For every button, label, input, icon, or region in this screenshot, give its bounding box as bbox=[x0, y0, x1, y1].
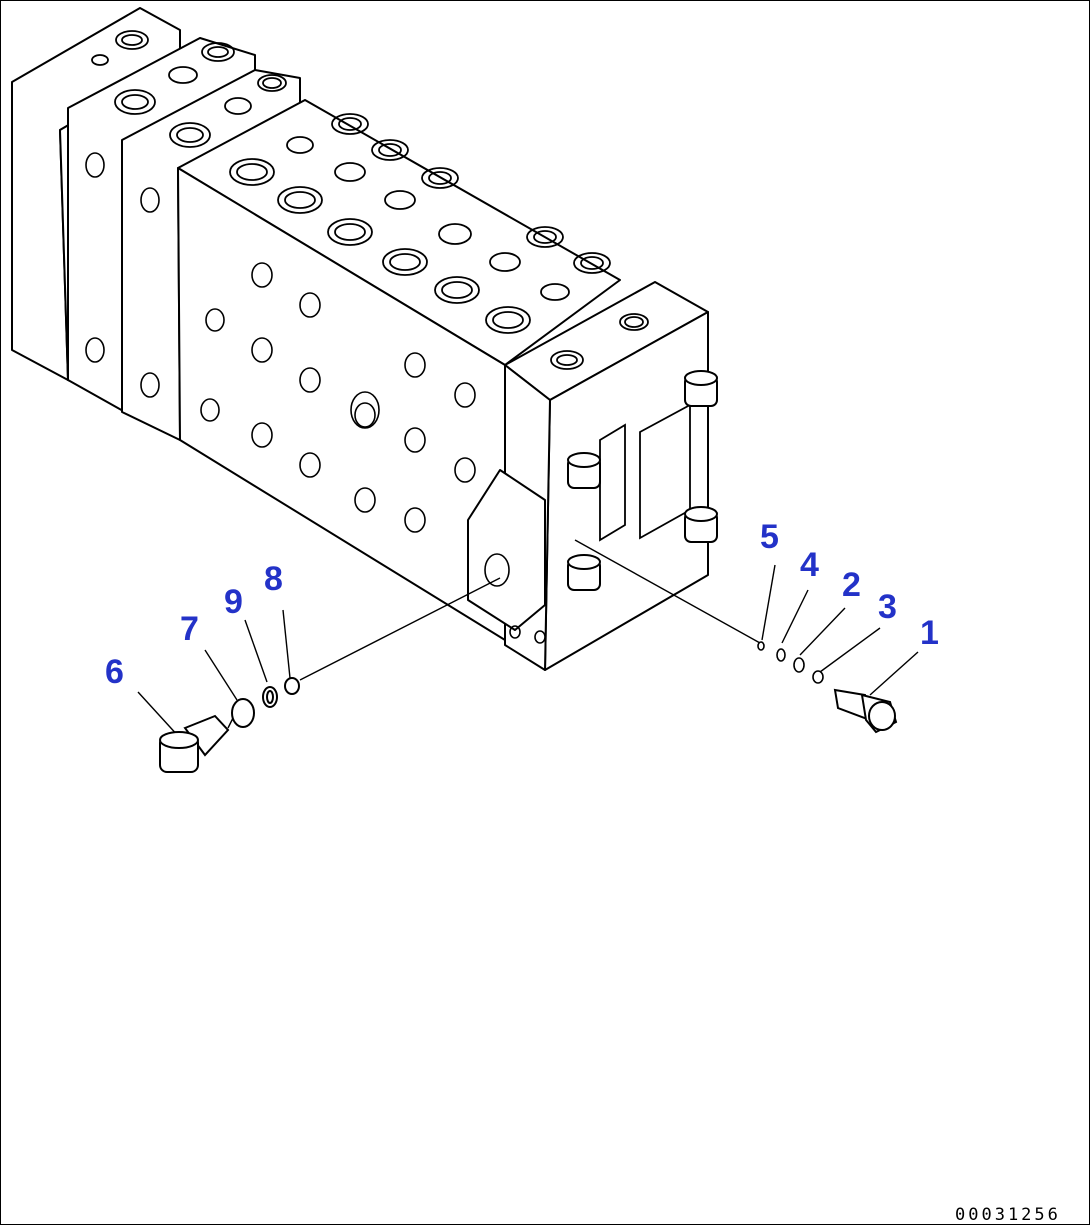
callout-8: 8 bbox=[264, 560, 283, 598]
part-9-ring bbox=[262, 686, 278, 708]
part-7-oring bbox=[231, 698, 255, 728]
part-4-ring bbox=[776, 648, 786, 662]
callout-6: 6 bbox=[105, 653, 124, 691]
cover-bolts bbox=[567, 370, 718, 591]
callout-9: 9 bbox=[224, 583, 243, 621]
assembly-lines bbox=[137, 539, 919, 739]
part-6-plug bbox=[159, 714, 230, 773]
drawing-number: 00031256 bbox=[955, 1205, 1061, 1225]
callout-3: 3 bbox=[878, 588, 897, 626]
callout-5: 5 bbox=[760, 518, 779, 556]
callout-2: 2 bbox=[842, 566, 861, 604]
callout-4: 4 bbox=[800, 546, 819, 584]
callout-1: 1 bbox=[920, 614, 939, 652]
callout-7: 7 bbox=[180, 610, 199, 648]
part-2-spring bbox=[793, 657, 805, 673]
part-8-seal bbox=[284, 677, 300, 695]
part-3-washer bbox=[812, 670, 824, 684]
part-1-valve-plug bbox=[833, 688, 898, 734]
part-5-small-ring bbox=[757, 641, 765, 651]
side-holes bbox=[85, 152, 546, 644]
port-holes bbox=[91, 30, 649, 370]
